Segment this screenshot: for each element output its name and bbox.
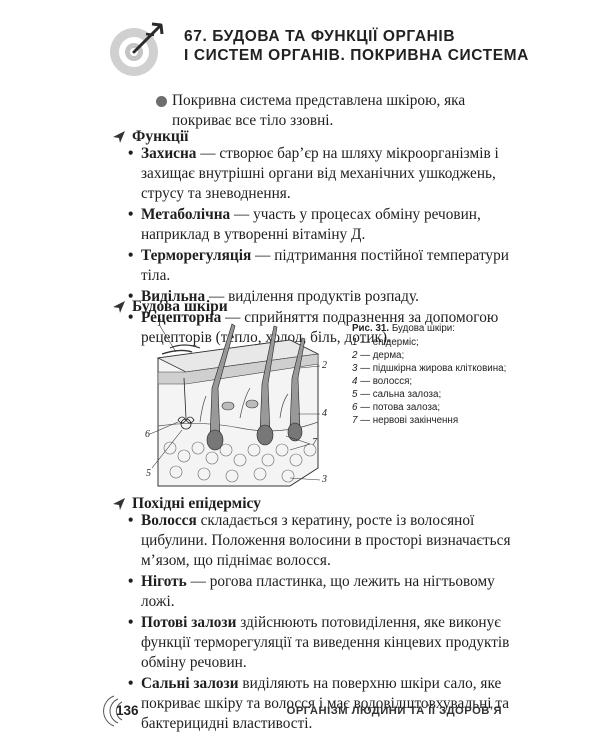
running-head: ОРГАНІЗМ ЛЮДИНИ ТА ЇЇ ЗДОРОВ’Я bbox=[286, 705, 502, 717]
list-item: Рецепторна — сприйняття подразнення за д… bbox=[128, 308, 513, 348]
figure-label-6: 6 bbox=[145, 429, 150, 440]
title-line-2: І СИСТЕМ ОРГАНІВ. ПОКРИВНА СИСТЕМА bbox=[184, 47, 529, 64]
caption-item-number: 1 bbox=[352, 337, 358, 348]
item-text: — підтримання постійної температури тіла… bbox=[141, 247, 509, 284]
caption-item: 3 — підшкірна жирова клітковина; bbox=[352, 362, 522, 375]
item-term: Видільна bbox=[141, 288, 206, 305]
caption-item-text: — потова залоза; bbox=[360, 402, 441, 413]
caption-item-text: — сальна залоза; bbox=[360, 389, 442, 400]
pointer-arrow-icon bbox=[113, 301, 125, 313]
caption-item-number: 4 bbox=[352, 376, 358, 387]
section-heading-functions: Функції bbox=[112, 128, 188, 146]
functions-heading: Функції bbox=[132, 128, 189, 145]
caption-item: 4 — волосся; bbox=[352, 375, 522, 388]
pointer-arrow-icon bbox=[113, 498, 125, 510]
derivatives-list: Волосся складається з кератину, росте із… bbox=[128, 511, 513, 735]
page-number: 136 bbox=[116, 703, 139, 718]
bullet-dot-icon bbox=[156, 96, 167, 107]
item-text: виділяють на поверхню шкіри сало, яке по… bbox=[141, 675, 509, 732]
list-item: Терморегуляція — підтримання постійної т… bbox=[128, 246, 513, 286]
caption-item-number: 5 bbox=[352, 389, 358, 400]
item-text: — рогова пластинка, що лежить на нігтьов… bbox=[141, 573, 495, 610]
item-text: — виділення продуктів розпаду. bbox=[205, 288, 419, 305]
title-line-1: 67. БУДОВА ТА ФУНКЦІЇ ОРГАНІВ bbox=[184, 28, 456, 45]
item-text: здійснюють потовиділення, яке виконує фу… bbox=[141, 614, 510, 671]
caption-item-text: — нервові закінчення bbox=[360, 415, 459, 426]
item-term: Рецепторна bbox=[141, 309, 222, 326]
caption-item: 5 — сальна залоза; bbox=[352, 388, 522, 401]
list-item: Волосся складається з кератину, росте із… bbox=[128, 511, 513, 571]
figure-label-4: 4 bbox=[322, 408, 327, 419]
item-term: Сальні залози bbox=[141, 675, 239, 692]
figure-label-1: 1 bbox=[157, 318, 162, 329]
list-item: Потові залози здійснюють потовиділення, … bbox=[128, 613, 513, 673]
caption-item-number: 6 bbox=[352, 402, 358, 413]
list-item: Захисна — створює бар’єр на шляху мікроо… bbox=[128, 144, 513, 204]
section-heading-structure: Будова шкіри bbox=[112, 298, 228, 316]
list-item: Метаболічна — участь у процесах обміну р… bbox=[128, 205, 513, 245]
list-item: Сальні залози виділяють на поверхню шкір… bbox=[128, 674, 513, 734]
list-item: Видільна — виділення продуктів розпаду. bbox=[128, 287, 513, 307]
page-title: 67. БУДОВА ТА ФУНКЦІЇ ОРГАНІВ І СИСТЕМ О… bbox=[184, 27, 529, 65]
item-term: Волосся bbox=[141, 512, 197, 529]
item-term: Терморегуляція bbox=[141, 247, 252, 264]
caption-item-number: 2 bbox=[352, 350, 358, 361]
caption-item-number: 3 bbox=[352, 363, 358, 374]
caption-item-text: — підшкірна жирова клітковина; bbox=[360, 363, 507, 374]
section-heading-derivatives: Похідні епідермісу bbox=[112, 495, 261, 513]
target-arrow-icon bbox=[110, 22, 164, 76]
pointer-arrow-icon bbox=[113, 131, 125, 143]
caption-item-number: 7 bbox=[352, 415, 358, 426]
figure-caption: Рис. 31. Будова шкіри: 1 — епідерміс; 2 … bbox=[352, 322, 522, 427]
caption-item: 1 — епідерміс; bbox=[352, 336, 522, 349]
skin-structure-figure bbox=[149, 323, 321, 487]
caption-item-text: — дерма; bbox=[360, 350, 405, 361]
item-term: Ніготь bbox=[141, 573, 187, 590]
figure-label-3: 3 bbox=[322, 474, 327, 485]
functions-list: Захисна — створює бар’єр на шляху мікроо… bbox=[128, 144, 513, 349]
item-text: — створює бар’єр на шляху мікроорганізмі… bbox=[141, 145, 499, 202]
figure-label-7: 7 bbox=[312, 437, 317, 448]
item-text: складається з кератину, росте із волосян… bbox=[141, 512, 511, 569]
caption-item: 2 — дерма; bbox=[352, 349, 522, 362]
derivatives-heading: Похідні епідермісу bbox=[132, 495, 261, 512]
figure-label-5: 5 bbox=[146, 468, 151, 479]
item-term: Метаболічна bbox=[141, 206, 231, 223]
caption-item: 7 — нервові закінчення bbox=[352, 414, 522, 427]
caption-item-text: — волосся; bbox=[360, 376, 413, 387]
caption-subtitle: Будова шкіри: bbox=[391, 323, 455, 334]
list-item: Ніготь — рогова пластинка, що лежить на … bbox=[128, 572, 513, 612]
caption-number: Рис. 31. bbox=[352, 323, 390, 334]
caption-title: Рис. 31. Будова шкіри: bbox=[352, 322, 522, 335]
structure-heading: Будова шкіри bbox=[132, 298, 228, 315]
item-term: Захисна bbox=[141, 145, 197, 162]
intro-paragraph: Покривна система представлена шкірою, як… bbox=[172, 92, 466, 129]
item-term: Потові залози bbox=[141, 614, 237, 631]
caption-item: 6 — потова залоза; bbox=[352, 401, 522, 414]
item-text: — участь у процесах обміну речовин, напр… bbox=[141, 206, 481, 243]
figure-label-2: 2 bbox=[322, 360, 327, 371]
caption-item-text: — епідерміс; bbox=[360, 337, 419, 348]
item-text: — сприйняття подразнення за допомогою ре… bbox=[141, 309, 499, 346]
page-corner-ornament-icon bbox=[103, 695, 123, 727]
